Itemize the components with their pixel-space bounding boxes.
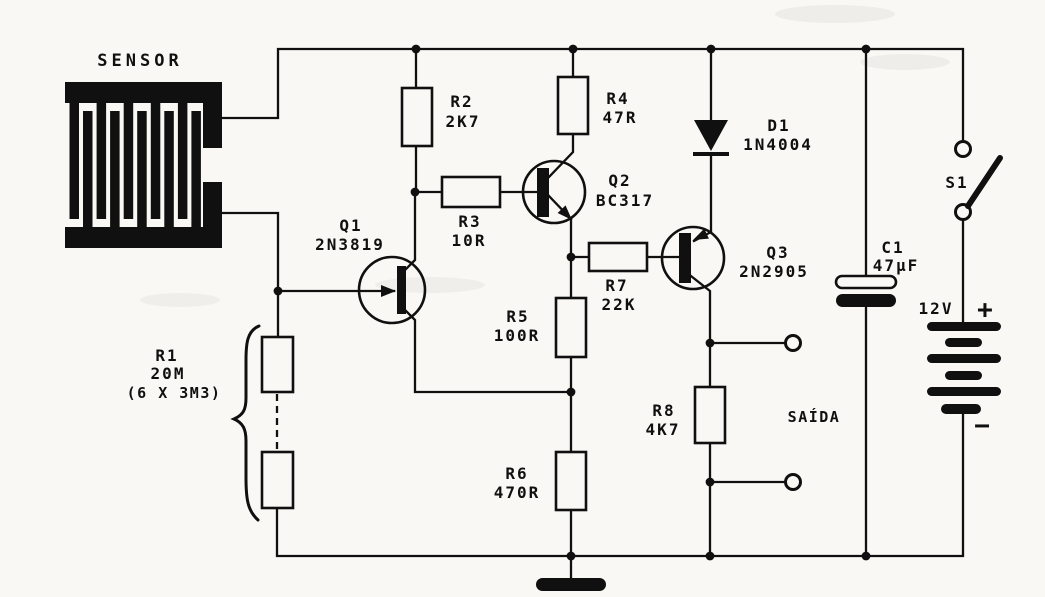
label-r3-ref: R3 [458,212,481,231]
label-sensor: SENSOR [97,51,182,71]
resistor-r1b [260,450,295,510]
label-s1: S1 [945,173,968,192]
label-c1-value: 47µF [873,256,920,275]
transistor-q1 [357,255,427,325]
ground-symbol [536,578,606,591]
junction-dots [273,44,871,561]
q1-gate-arrow [381,285,396,297]
output-terminal-top [784,334,802,352]
q1-drain-wire [404,190,417,271]
label-q2-ref: Q2 [608,171,631,190]
label-r7-value: 22K [602,295,637,314]
label-q3-value: 2N2905 [739,262,809,281]
q2-emitter-arrow [557,205,572,220]
label-q2-value: BC317 [596,191,654,210]
label-saida: SAÍDA [788,407,841,426]
resistor-r1a [260,335,295,394]
label-r1-value: 20M [151,364,186,383]
top-rail-wire [220,47,965,143]
label-minus: − [974,411,990,441]
scan-artifacts [140,5,950,307]
label-q3-ref: Q3 [766,243,789,262]
sensor-symbol [65,82,222,248]
label-q1-ref: Q1 [339,216,362,235]
label-r1-note: (6 X 3M3) [127,384,222,402]
q3-collector-wire [689,274,712,345]
s1-lever [965,155,1003,209]
resistor-r2 [400,86,434,148]
resistor-r5 [554,296,588,359]
label-r8-ref: R8 [652,401,675,420]
label-r5-ref: R5 [506,307,529,326]
q1-source-wire [404,309,573,394]
resistor-r8 [693,385,727,445]
resistor-r3 [440,175,502,209]
transistor-q2 [521,159,587,225]
output-terminals [784,334,802,491]
label-r6-value: 470R [494,483,541,502]
label-r4-ref: R4 [606,89,629,108]
output-terminal-bottom [784,473,802,491]
label-12v: 12V [919,299,954,318]
resistor-r6 [554,450,588,512]
capacitor-c1 [834,274,898,307]
bottom-rail-wire [275,411,965,558]
label-r7-ref: R7 [605,276,628,295]
diode-d1 [693,120,729,156]
transistor-q3 [660,225,726,291]
labels: SENSOR R2 2K7 R4 47R R3 10R Q1 2N3819 Q2… [97,51,993,502]
resistors [260,75,727,512]
switch-s1 [954,140,1003,221]
r1-brace [230,324,261,522]
wires [220,47,965,582]
label-c1-ref: C1 [881,238,904,257]
label-r2-value: 2K7 [446,112,481,131]
q3-emitter-arrow [693,228,709,240]
q2-collector-wire [547,132,575,179]
label-d1-value: 1N4004 [743,135,813,154]
label-d1-ref: D1 [767,116,790,135]
label-r5-value: 100R [494,326,541,345]
label-r2-ref: R2 [450,92,473,111]
battery-symbol [927,322,1001,414]
resistor-r7 [587,241,649,273]
label-r4-value: 47R [603,108,638,127]
sensor-bottom-wire [220,211,280,339]
label-r3-value: 10R [452,231,487,250]
label-r1-ref: R1 [155,346,178,365]
resistor-r4 [556,75,590,136]
label-r8-value: 4K7 [646,420,681,439]
label-r6-ref: R6 [505,464,528,483]
label-plus: + [977,295,993,325]
label-q1-value: 2N3819 [315,235,385,254]
